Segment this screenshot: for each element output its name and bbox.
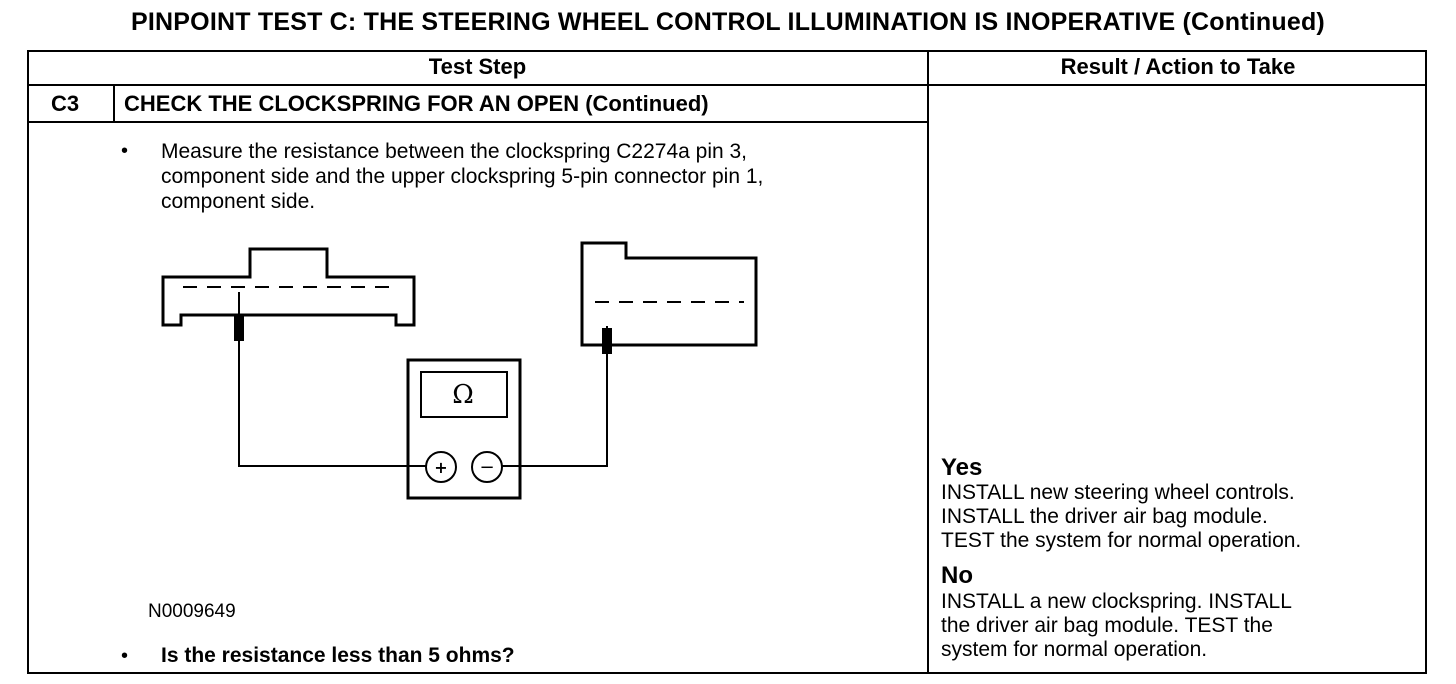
result-line: the driver air bag module. TEST the [941, 614, 1273, 637]
resistance-measurement-diagram: Ω + − [161, 241, 758, 500]
step-id: C3 [51, 91, 80, 116]
result-line: system for normal operation. [941, 638, 1208, 661]
step-id-divider [113, 84, 115, 122]
instruction-line: Measure the resistance between the clock… [161, 140, 748, 163]
result-line: INSTALL the driver air bag module. [941, 505, 1268, 528]
result-line: INSTALL a new clockspring. INSTALL [941, 590, 1292, 613]
step-title: CHECK THE CLOCKSPRING FOR AN OPEN (Conti… [124, 91, 709, 116]
result-line: INSTALL new steering wheel controls. [941, 481, 1295, 504]
plus-symbol: + [434, 458, 447, 477]
instruction-bullet: • [121, 140, 129, 162]
figure-id: N0009649 [148, 601, 236, 622]
instruction-line: component side and the upper clockspring… [161, 165, 764, 188]
result-yes-actions: INSTALL new steering wheel controls. INS… [941, 481, 1301, 553]
column-divider [927, 50, 929, 674]
page-title: PINPOINT TEST C: THE STEERING WHEEL CONT… [131, 8, 1325, 36]
multimeter-display [420, 371, 508, 418]
probe-tip-icon [602, 328, 612, 354]
ohm-symbol: Ω [452, 380, 474, 410]
header-divider [27, 84, 1427, 86]
step-question: Is the resistance less than 5 ohms? [161, 644, 515, 667]
test-lead-positive [238, 292, 426, 467]
minus-symbol: − [479, 457, 494, 478]
header-test-step: Test Step [428, 54, 527, 79]
multimeter-body [406, 358, 522, 500]
clockspring-c2274a-connector [161, 247, 416, 327]
step-title-divider [27, 121, 929, 123]
instruction-text: Measure the resistance between the clock… [161, 139, 941, 214]
result-no-actions: INSTALL a new clockspring. INSTALL the d… [941, 590, 1292, 662]
pinpoint-test-table [27, 50, 1427, 674]
question-bullet: • [121, 645, 129, 667]
instruction-line: component side. [161, 190, 316, 213]
result-no-label: No [941, 562, 973, 589]
result-line: TEST the system for normal operation. [941, 529, 1302, 552]
header-result-action: Result / Action to Take [1060, 54, 1296, 79]
result-yes-label: Yes [941, 454, 983, 481]
probe-tip-icon [234, 315, 244, 341]
test-lead-negative [502, 326, 608, 467]
